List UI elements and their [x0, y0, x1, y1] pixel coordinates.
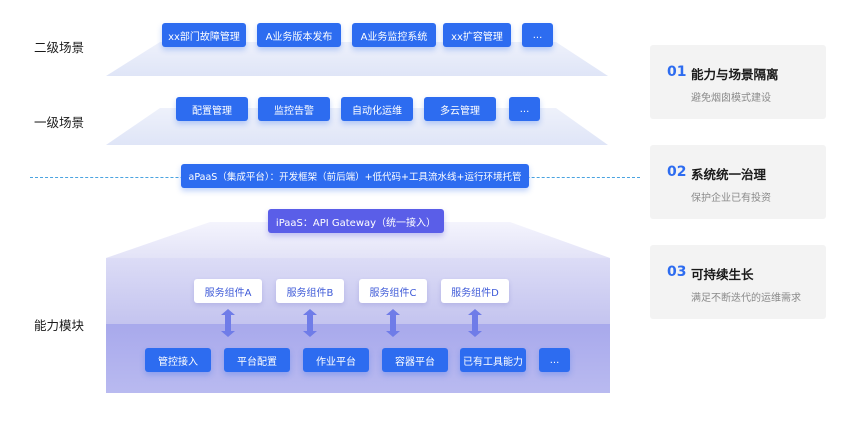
level2-item[interactable]: xx部门故障管理	[162, 23, 246, 47]
level2-item[interactable]: A业务监控系统	[352, 23, 436, 47]
service-component[interactable]: 服务组件D	[441, 279, 509, 303]
capability-platform-body	[106, 258, 610, 324]
benefit-number: 03	[667, 264, 687, 280]
arrow-up-down-icon	[303, 309, 317, 337]
level2-platform	[106, 42, 608, 76]
benefit-card: 03 可持续生长 满足不断迭代的运维需求	[650, 245, 826, 319]
benefit-title: 可持续生长	[691, 267, 754, 282]
base-capability[interactable]: 容器平台	[382, 348, 448, 372]
service-component[interactable]: 服务组件A	[194, 279, 262, 303]
level1-label: 一级场景	[34, 115, 85, 130]
benefit-card: 01 能力与场景隔离 避免烟囱模式建设	[650, 45, 826, 119]
benefit-number: 01	[667, 64, 687, 80]
level1-more[interactable]: ...	[509, 97, 540, 121]
level2-more[interactable]: ...	[522, 23, 553, 47]
ipaas-bar[interactable]: iPaaS：API Gateway（统一接入）	[268, 209, 444, 233]
level1-item[interactable]: 监控告警	[258, 97, 330, 121]
benefit-title: 系统统一治理	[691, 167, 767, 182]
service-component[interactable]: 服务组件B	[276, 279, 344, 303]
level1-item[interactable]: 自动化运维	[341, 97, 413, 121]
capability-label: 能力模块	[34, 318, 85, 333]
base-capability[interactable]: 已有工具能力	[460, 348, 526, 372]
base-capability-more[interactable]: ...	[539, 348, 570, 372]
benefit-title: 能力与场景隔离	[691, 67, 779, 82]
base-capability[interactable]: 平台配置	[224, 348, 290, 372]
benefit-subtitle: 满足不断迭代的运维需求	[691, 293, 801, 304]
base-capability[interactable]: 管控接入	[145, 348, 211, 372]
level1-item[interactable]: 配置管理	[176, 97, 248, 121]
apaas-bar[interactable]: aPaaS（集成平台）：开发框架（前后端）+低代码+工具流水线+运行环境托管	[181, 164, 529, 188]
benefit-subtitle: 避免烟囱模式建设	[691, 93, 771, 104]
arrow-up-down-icon	[221, 309, 235, 337]
service-component[interactable]: 服务组件C	[359, 279, 427, 303]
capability-platform-top	[106, 222, 610, 258]
arrow-up-down-icon	[468, 309, 482, 337]
level1-item[interactable]: 多云管理	[424, 97, 496, 121]
base-capability[interactable]: 作业平台	[303, 348, 369, 372]
level2-item[interactable]: A业务版本发布	[257, 23, 341, 47]
level2-label: 二级场景	[34, 40, 85, 55]
arrow-up-down-icon	[386, 309, 400, 337]
benefit-number: 02	[667, 164, 687, 180]
level2-item[interactable]: xx扩容管理	[443, 23, 511, 47]
benefit-card: 02 系统统一治理 保护企业已有投资	[650, 145, 826, 219]
benefit-subtitle: 保护企业已有投资	[691, 193, 771, 204]
